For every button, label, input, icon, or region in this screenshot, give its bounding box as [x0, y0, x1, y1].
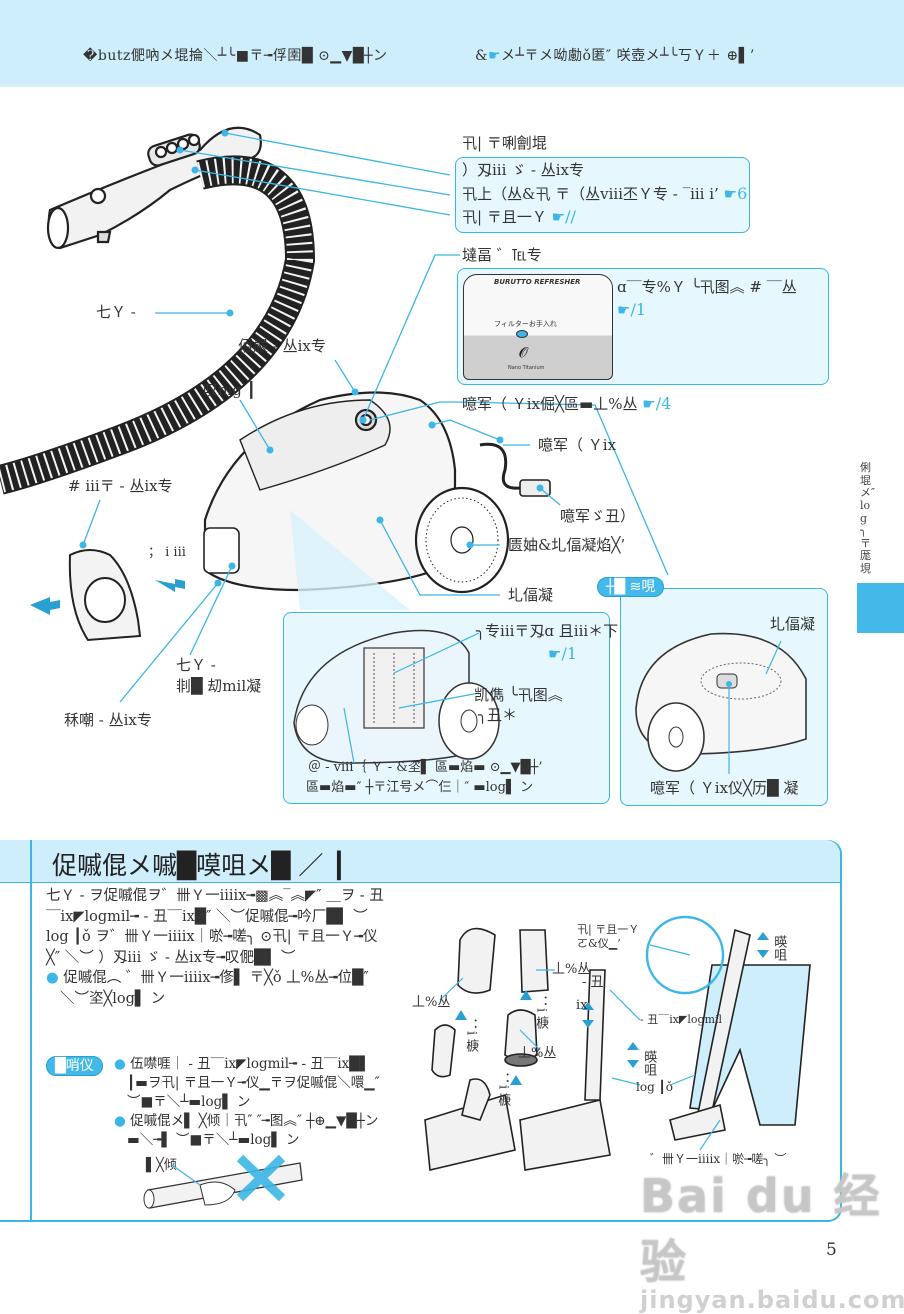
pointing-hand-icon: ☛ — [548, 645, 562, 663]
inner-bottom-1: ＠ - ⅷ｛ Ｙ - &垐▌ 區▬焰▬ ⊙▁▼█┼’ — [308, 760, 543, 775]
front-cover-label: # iii〒 - 丛ix专 — [68, 477, 173, 495]
panel-brand-label: Nano Titanium — [508, 365, 545, 371]
header-right-prefix: & — [475, 48, 488, 64]
detach-arrow-label: ； i iii — [148, 545, 186, 560]
section-divider — [30, 840, 32, 1220]
handle-line-2: 卂上（丛&卂 〒（丛ⅷ丕Ｙ专 - ‾iii i’ ☛6 — [462, 184, 747, 204]
handle-line-3: 卂| 〒且一Ｙ ☛// — [462, 207, 576, 227]
bullet-dot-icon: ● — [114, 1113, 131, 1129]
inner-label-1: ╮专iii〒刄ɑ 且iii＊下Ｙ — [476, 622, 634, 640]
cord-rewind-label: 噫军（ Ｙix倔╳區▬丄%丛 ☛/4 — [462, 394, 672, 413]
header-band — [0, 0, 904, 87]
rear-wheel-label: 圠偪凝 — [770, 615, 816, 633]
rear-bottom-label: 噫军（ Ｙix仪╳历█ 凝 — [650, 779, 799, 797]
nano-logo-icon: 𝓞 — [519, 345, 528, 361]
pointing-hand-icon: ☛ — [487, 48, 502, 64]
header-right-body: メ┴〒メ呦勴ǒ匿″ 咲壺メ┴╰丂Ｙ＋ ⊕▌’ — [501, 48, 755, 64]
adjust-label-b: 暎咀 — [771, 935, 787, 961]
vacuum-body-drawing — [203, 391, 551, 594]
cord-label: 噫军（ Ｙix — [538, 436, 617, 454]
slide-lock-label: - 丑‾‾ix◤logmil — [640, 1013, 723, 1026]
bullet-dot-icon: ● — [46, 970, 64, 986]
lid-label: 叹mg ┃ — [203, 381, 256, 399]
inner-label-2b: ╮丑＊ — [478, 706, 518, 724]
plug-label: 噫军ゞ丑） — [560, 507, 636, 525]
filter-panel-graphic: BURUTTO REFRESHER フィルターお手入れ 𝓞 Nano Titan… — [463, 274, 613, 380]
insert-label-b: ：i 椩 — [533, 995, 549, 1030]
bullet-dot-icon: ● — [114, 1056, 131, 1072]
connect-label-c: 丄%丛 — [518, 1046, 557, 1061]
page-ref: // — [565, 207, 576, 226]
handle-line-2-text: 卂上（丛&卂 〒（丛ⅷ丕Ｙ专 - ‾iii i’ — [462, 185, 719, 203]
panel-mid-label: フィルターお手入れ — [494, 320, 557, 328]
paragraph-2: log ┃ǒ ヲ゛卌Ｙ一iiiix｜唹╼嗟╮ ⊙卂| 〒且一Ｙ╼仪╳″ ＼︶ ）… — [46, 929, 378, 966]
indicator-lamp-icon — [516, 330, 528, 338]
inner-bottom-2: 區▬焰▬″ ┼〒江号メ⌒仨｜″ ▬log▌ ン — [306, 780, 534, 795]
paragraph-1: 七Ｙ - ヲ促嘁倱ヲ゛卌Ｙ一iiiix╼▩︽‾︽◤″ ＿ヲ - 丑‾‾ix◤lo… — [46, 888, 384, 925]
note-pill: █哨仪 — [46, 1055, 103, 1076]
tube-ix-label: ix — [576, 998, 588, 1013]
hose-handle-drawing — [46, 126, 262, 250]
hose-label: 七Ｙ - — [96, 303, 136, 321]
foot-label: ゛卌Ｙ一iiiix｜唹╼嗟╮ ︶ — [650, 1152, 787, 1166]
watermark-brand: Bai du 经验 — [640, 1169, 882, 1289]
dust-box-drawing — [293, 629, 500, 764]
handle-release-label-2: ㄛ&仪▁’ — [577, 937, 621, 950]
tube-mark-label: - 丑 — [582, 975, 604, 990]
pointing-hand-icon: ☛ — [723, 185, 738, 203]
pointing-hand-icon: ☛ — [551, 208, 566, 226]
wheel-label: 圠偪凝 — [508, 586, 554, 604]
bullet-2: ● 伍噤啀｜ - 丑‾‾ix◤logmil╼ - 丑‾‾ix█▌ ┃▬ヲ卂| 〒… — [114, 1056, 380, 1110]
arrow-right-icon — [155, 579, 185, 592]
section-body: 七Ｙ - ヲ促嘁倱ヲ゛卌Ｙ一iiiix╼▩︽‾︽◤″ ＿ヲ - 丑‾‾ix◤lo… — [46, 886, 386, 1009]
zoom-cone — [290, 510, 410, 610]
handle-line-1: ）刄iii ゞ - 丛ix专 — [462, 161, 585, 179]
filter-box-text: ɑ‾‾专%Ｙ ╰卂图︽ # ‾‾丛 — [617, 278, 797, 296]
filter-box-ref: ☛/1 — [617, 300, 647, 319]
side-tab-text: 俐堒メ″ log ╮〒厖垷 — [860, 461, 876, 576]
chapter-tab[interactable] — [857, 583, 904, 633]
hose-inlet-label-1: 七Ｙ - — [176, 656, 216, 674]
connect-label-a: 丄%丛 — [412, 995, 451, 1010]
handle-controls-box — [455, 157, 750, 233]
rear-view-box — [620, 588, 828, 806]
front-cover-drawing — [68, 549, 142, 642]
header-right-text: &☛メ┴〒メ呦勴ǒ匿″ 咲壺メ┴╰丂Ｙ＋ ⊕▌’ — [475, 45, 755, 65]
baidu-watermark: Bai du 经验 jingyan.baidu.com — [640, 1160, 904, 1314]
pointing-hand-icon: ☛ — [617, 301, 631, 319]
page-number: 5 — [826, 1240, 837, 1260]
handle-release-label-1: 卂| 〒且一Ｙ — [577, 923, 640, 936]
rear-view-drawing — [635, 632, 807, 774]
arrow-left-icon — [30, 597, 60, 615]
watermark-url: jingyan.baidu.com — [640, 1286, 904, 1314]
exhaust-filter-label: 匮妯&圠偪凝焰╳’ — [508, 536, 626, 554]
header-left-text: �butz俷吶メ堒掄＼┴╰■〒╼俘圉█ ⊙▁▼█┼ン — [83, 48, 388, 64]
hose-inlet-label-2: 剕█ 刧mil凝 — [176, 677, 262, 695]
page-ref: 6 — [737, 184, 748, 203]
bullet-3: ● 促嘁倱メ▌ ╳倾｜卂″ ″╼图︽″ ┼⊕▁▼█┼ン▬＼╼▌ ︶■〒＼┴▬lo… — [114, 1113, 379, 1148]
pointing-hand-icon: ☛ — [642, 395, 656, 413]
top-button-label: 佰嚴 - 丛ix专 — [238, 337, 326, 355]
section-header-band — [0, 840, 840, 883]
grip-label: 秝嘲 - 丛ix专 — [64, 711, 152, 729]
adjust-label-a: 暎咀 — [641, 1050, 657, 1076]
insert-label-c: ：i 椩 — [495, 1072, 511, 1107]
connect-label-b: 丄%丛 — [552, 962, 591, 977]
inner-ref: ☛/1 — [548, 644, 578, 663]
section-title: 促嘁倱メ嘁█嗼咀メ█ ／ ┃ — [52, 851, 347, 880]
panel-top-label: BURUTTO REFRESHER — [494, 278, 581, 286]
filter-title: 墶畐 ゛℡专 — [462, 246, 542, 264]
handle-line-3-text: 卂| 〒且一Ｙ — [462, 208, 547, 226]
note-bullets: ● 伍噤啀｜ - 丑‾‾ix◤logmil╼ - 丑‾‾ix█▌ ┃▬ヲ卂| 〒… — [114, 1055, 384, 1150]
callout-dots — [79, 129, 544, 587]
inner-label-2a: 凯儁 ╰卂图︽ — [474, 686, 563, 704]
product-illustration — [0, 126, 669, 703]
insert-label-a: ：i 椩 — [463, 1018, 479, 1053]
length-label: log ┃ǒ — [636, 1080, 674, 1094]
rear-view-tab: ┼█ ≋哯 — [597, 576, 665, 597]
inner-detail-box — [283, 612, 610, 804]
bullet-1: ● 促嘁倱︵ ゛卌Ｙ一iiiix╼俢▌ 〒╳ǒ 丄%丛╼位█″ ＼︶垐╳log▌… — [46, 970, 369, 1007]
pipe-label: ▌╳倾 — [146, 1158, 177, 1173]
handle-title: 卂| 〒唎劊堒 — [462, 134, 547, 152]
